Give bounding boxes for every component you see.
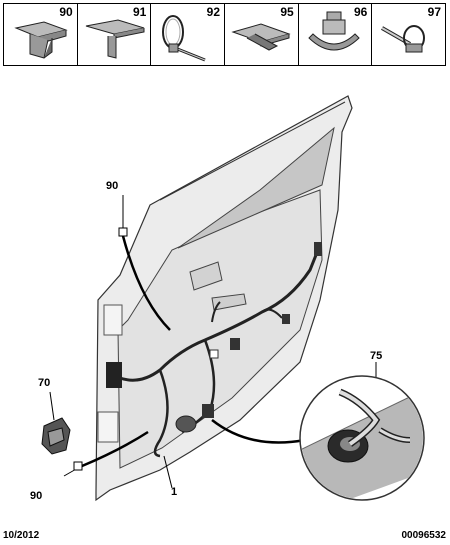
parts-strip: 90 91 92 [3, 3, 446, 66]
wiring-harness [119, 249, 320, 382]
footer-date: 10/2012 [3, 530, 40, 541]
connector [314, 242, 322, 256]
part-number: 92 [206, 5, 221, 19]
harness-branch-lower [153, 369, 169, 458]
part-cell-90[interactable]: 90 [4, 4, 78, 65]
callout-90-top: 90 [106, 180, 119, 192]
clamp-clip-icon [307, 11, 360, 51]
part-cell-95[interactable]: 95 [225, 4, 299, 65]
speaker-connector [175, 415, 197, 433]
callout-75: 75 [370, 350, 383, 362]
part-number: 97 [427, 5, 442, 19]
push-clip-icon [85, 19, 145, 59]
lower-hinge [97, 411, 119, 443]
callout-1: 1 [171, 486, 178, 498]
part-number: 95 [280, 5, 294, 19]
footer-reference: 00096532 [401, 530, 447, 541]
connector [202, 404, 214, 418]
connector [230, 338, 240, 350]
part-number: 91 [132, 5, 147, 19]
part-cell-97[interactable]: 97 [372, 4, 445, 65]
cable-tie-icon [162, 15, 206, 62]
edge-clip-icon [14, 21, 68, 59]
part-cell-91[interactable]: 91 [78, 4, 152, 65]
window-switch [211, 293, 247, 311]
connector [282, 314, 290, 324]
upper-hinge [103, 304, 123, 336]
callout-70: 70 [38, 377, 51, 389]
part-cell-96[interactable]: 96 [299, 4, 373, 65]
part-number: 90 [59, 5, 73, 19]
door-handle [189, 261, 223, 291]
part-number: 96 [354, 5, 368, 19]
tie-mount-icon [381, 25, 426, 53]
window-glass [177, 126, 335, 249]
part-cell-92[interactable]: 92 [151, 4, 226, 65]
fir-tree-clip-icon [231, 23, 291, 51]
grommet-connector [106, 362, 122, 388]
callout-90-bottom: 90 [30, 490, 43, 502]
